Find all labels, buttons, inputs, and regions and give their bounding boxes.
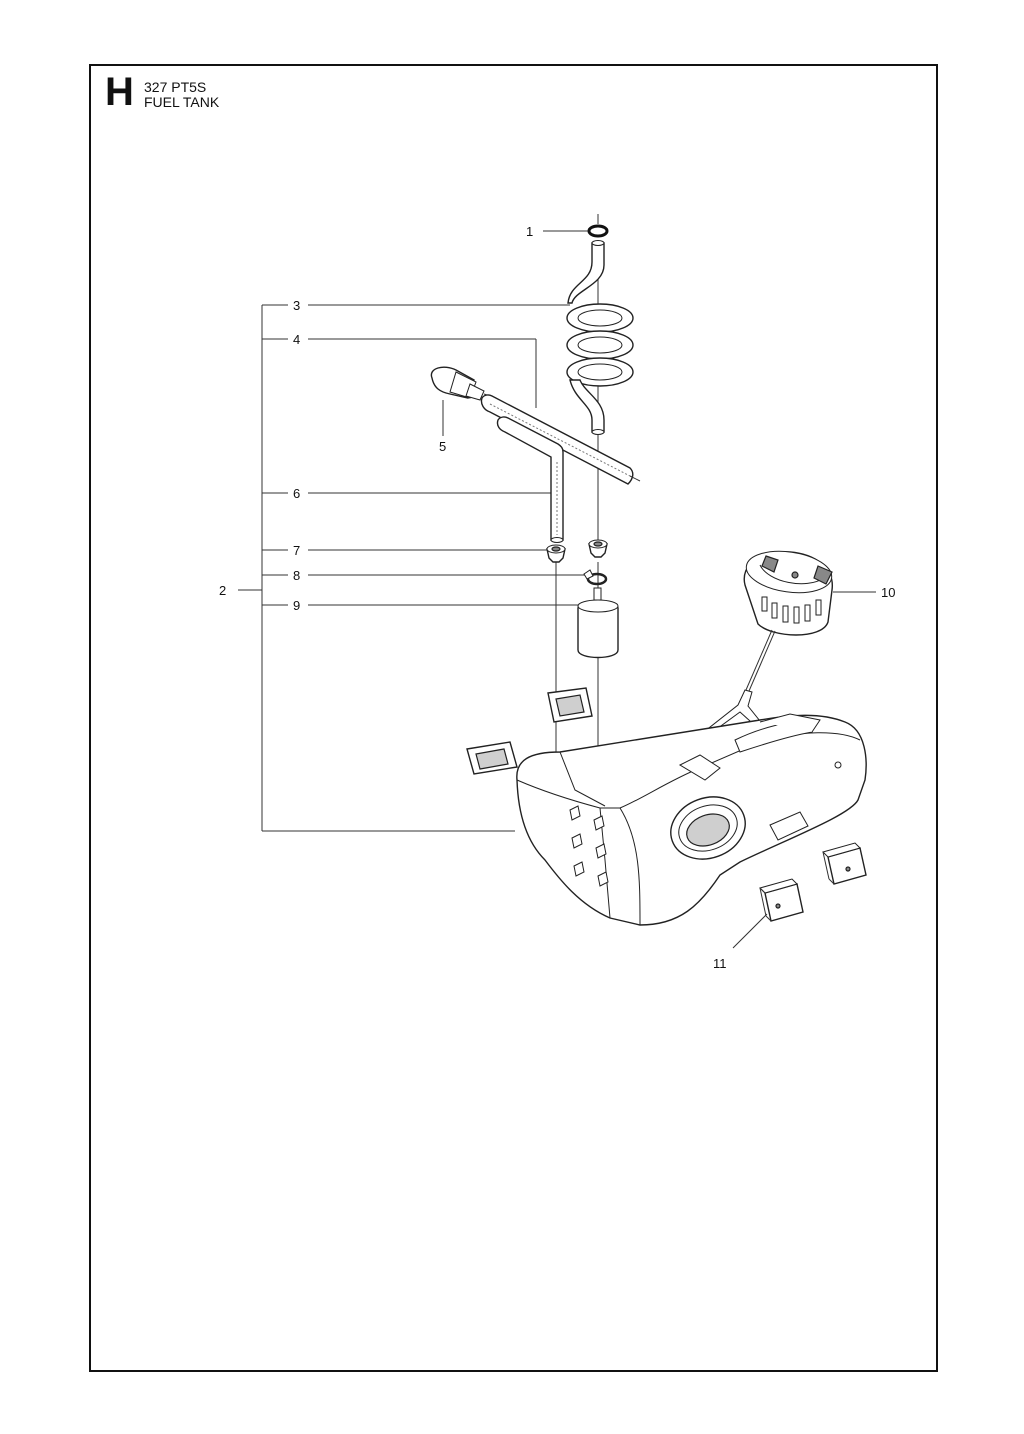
hose-clamp-part <box>583 569 608 586</box>
title-block: 327 PT5S FUEL TANK <box>144 80 219 110</box>
callout-7: 7 <box>293 543 300 558</box>
o-ring-part <box>587 214 609 238</box>
model-name: 327 PT5S <box>144 79 207 95</box>
callout-5: 5 <box>439 439 446 454</box>
gasket-parts-left <box>466 687 593 775</box>
callout-labels: 1 2 3 4 5 6 7 8 9 10 11 <box>219 224 895 971</box>
fuel-filter-part <box>577 587 619 659</box>
tank-filler-neck <box>670 796 746 860</box>
page-frame <box>89 64 938 1372</box>
tank-seam-tabs <box>569 805 609 887</box>
callout-8: 8 <box>293 568 300 583</box>
straight-fuel-hose-part <box>480 394 641 485</box>
callout-2: 2 <box>219 583 226 598</box>
bent-fuel-pipe-part <box>496 416 564 543</box>
callout-3: 3 <box>293 298 300 313</box>
fuel-cap-part <box>696 550 833 743</box>
callout-6: 6 <box>293 486 300 501</box>
grommet-parts <box>546 539 608 563</box>
callout-4: 4 <box>293 332 300 347</box>
callout-10: 10 <box>881 585 895 600</box>
fuel-tank-part <box>516 713 867 926</box>
callout-11: 11 <box>713 956 727 971</box>
callout-9: 9 <box>293 598 300 613</box>
coiled-fuel-hose-part <box>566 240 634 435</box>
valve-part <box>430 366 497 401</box>
callout-1: 1 <box>526 224 533 239</box>
section-title: FUEL TANK <box>144 94 220 110</box>
cap-ribs <box>761 596 822 624</box>
rubber-feet-parts <box>759 842 867 922</box>
section-letter: H <box>105 70 134 114</box>
